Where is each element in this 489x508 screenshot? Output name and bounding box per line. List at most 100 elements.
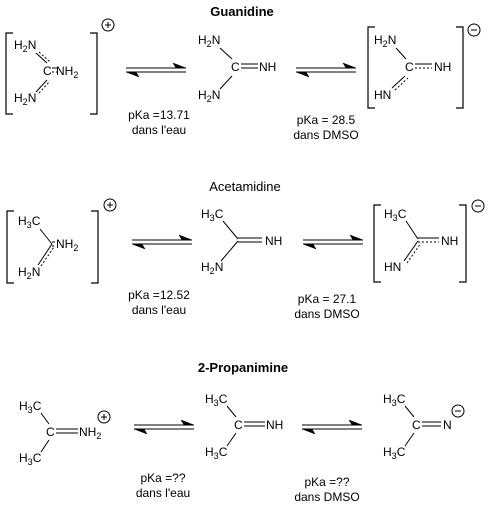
propanimine-neutral: H3C C NH H3C: [205, 392, 283, 461]
forward-arrow-head: [178, 234, 193, 241]
imine-label: NH: [434, 60, 451, 74]
left-bracket: [6, 210, 14, 284]
pka-value-water: pKa =12.52: [128, 288, 190, 302]
carbon-label: C: [412, 418, 421, 432]
positive-charge-icon: [97, 410, 111, 424]
imine-label: HN: [384, 260, 401, 274]
section-title: Acetamidine: [209, 179, 281, 194]
carbon-label: C: [43, 64, 52, 78]
bond-line: [219, 47, 233, 60]
bond-line: [220, 240, 239, 262]
methyl-group-label: H3C: [383, 392, 406, 408]
negative-charge-icon: [451, 404, 465, 418]
bond-line: [40, 412, 50, 425]
bond-line: [37, 243, 53, 266]
solvent-label-water: dans l'eau: [132, 123, 186, 137]
forward-arrow-head: [342, 62, 357, 69]
bond-line: [226, 405, 237, 418]
methyl-group-label: H3C: [201, 207, 224, 223]
acetamidinide-anion: H3C NH HN: [373, 199, 485, 283]
amino-group-label: H2N: [198, 33, 220, 49]
right-bracket: [91, 210, 99, 284]
imine-label: HN: [374, 88, 391, 102]
forward-arrow-head: [180, 419, 195, 426]
methyl-group-label: H3C: [19, 451, 42, 467]
forward-arrow-head: [348, 419, 363, 426]
carbon-label: C: [46, 425, 55, 439]
bond-line: [40, 439, 50, 453]
bond-line: [35, 52, 48, 64]
equilibrium-arrow: [131, 234, 193, 250]
forward-arrow-head: [349, 234, 364, 241]
methyl-group-label: H3C: [19, 399, 42, 415]
bond-partial: [406, 242, 422, 264]
section-title: Guanidine: [210, 4, 274, 19]
bond-line: [405, 220, 419, 240]
positive-charge-icon: [101, 18, 115, 32]
equilibrium-arrow: [295, 62, 357, 78]
pka-value-dmso: pKa = 28.5: [297, 113, 356, 127]
negative-charge-icon: [471, 199, 485, 213]
bond-line: [404, 405, 415, 418]
bond-line: [226, 432, 237, 447]
reverse-arrow-head: [295, 71, 310, 78]
solvent-label-water: dans l'eau: [132, 303, 186, 317]
forward-arrow-head: [172, 62, 187, 69]
imine-label: NH: [259, 60, 276, 74]
reverse-arrow-head: [302, 243, 317, 250]
carbon-label: C: [405, 60, 414, 74]
amino-group-label: H2N: [374, 33, 396, 49]
methyl-group-label: H3C: [384, 207, 407, 223]
carbon-label: C: [234, 418, 243, 432]
solvent-label-dmso: dans DMSO: [294, 490, 359, 504]
amino-group-label: H2N: [198, 88, 220, 104]
pka-value-water: pKa =??: [140, 471, 185, 485]
right-bracket: [90, 32, 98, 115]
negative-charge-icon: [467, 23, 481, 37]
bond-line: [403, 240, 419, 262]
amino-group-label: H2N: [201, 260, 223, 276]
amino-group-label: H2N: [14, 38, 36, 54]
carbon-label: C: [231, 60, 240, 74]
section-title: 2-Propanimine: [198, 360, 288, 375]
propanimide-anion: H3C C N H3C: [383, 392, 465, 461]
amino-group-label: NH2: [56, 64, 78, 80]
guanidine-neutral: H2N C NH H2N: [198, 33, 276, 104]
positive-charge-icon: [103, 198, 117, 212]
acetamidinium-cation: H3C NH2 H2N: [6, 198, 117, 284]
guanidinium-cation: H2N C NH2 H2N: [5, 18, 115, 115]
propaniminium-cation: H3C C NH2 H3C: [19, 399, 111, 467]
bond-line: [39, 228, 53, 245]
reverse-arrow-head: [133, 428, 148, 435]
iminium-group-label: NH2: [79, 425, 101, 441]
amino-group-label: H2N: [18, 265, 40, 281]
bond-partial: [38, 80, 51, 94]
methyl-group-label: H3C: [18, 214, 41, 230]
right-bracket: [456, 26, 464, 109]
left-bracket: [5, 32, 13, 115]
pka-value-water: pKa =13.71: [128, 108, 190, 122]
left-bracket: [373, 204, 381, 283]
bond-line: [404, 432, 415, 447]
amino-group-label: NH2: [56, 237, 78, 253]
guanidinide-anion: H2N C NH HN: [367, 23, 481, 109]
bond-line: [222, 220, 239, 240]
section-2-propanimine: 2-Propanimine H3C C NH2 H3C H3C C NH: [19, 360, 465, 504]
bond-partial: [394, 77, 409, 91]
methyl-group-label: H3C: [205, 445, 228, 461]
imine-label: NH: [266, 418, 283, 432]
bond-line: [395, 47, 407, 60]
amino-group-label: H2N: [14, 91, 36, 107]
section-guanidine: Guanidine H2N C NH2 H2N: [5, 4, 481, 142]
right-bracket: [459, 204, 467, 283]
acetamidine-neutral: H3C NH H2N: [201, 207, 282, 276]
reverse-arrow-head: [125, 71, 140, 78]
pka-value-dmso: pKa = 27.1: [298, 292, 357, 306]
imine-label: NH: [265, 234, 282, 248]
solvent-label-dmso: dans DMSO: [294, 307, 359, 321]
bond-line: [35, 79, 48, 93]
equilibrium-arrow: [125, 62, 187, 78]
equilibrium-arrow: [301, 419, 363, 435]
